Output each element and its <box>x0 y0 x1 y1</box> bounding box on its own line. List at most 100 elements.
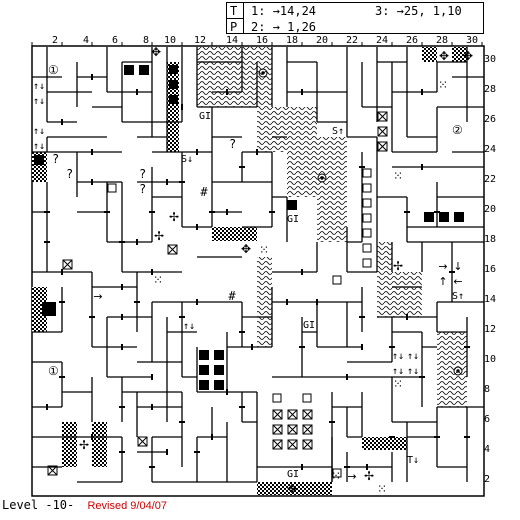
dice-icon: ⁙ <box>438 78 448 92</box>
textured-cell <box>362 437 407 450</box>
axis-top-label: 20 <box>316 35 328 46</box>
square-marker <box>107 183 117 193</box>
dice-icon: ⁙ <box>377 482 387 496</box>
water-area <box>257 107 287 152</box>
axis-top-label: 4 <box>83 35 89 46</box>
axis-right-label: 8 <box>484 384 490 395</box>
water-area <box>377 242 392 317</box>
compass-icon: ✥ <box>463 49 473 63</box>
square-marker <box>362 213 372 223</box>
square-marker <box>362 198 372 208</box>
grate-icon: # <box>200 185 208 199</box>
axis-top-label: 26 <box>406 35 418 46</box>
square-marker <box>332 275 342 285</box>
updown-marker: ↑↓ <box>33 96 45 107</box>
solid-blocks <box>34 65 464 390</box>
compass-icon: ✢ <box>169 210 179 224</box>
axis-right-label: 28 <box>484 84 496 95</box>
axis-top-label: 8 <box>143 35 149 46</box>
solid-block <box>454 212 464 222</box>
textured-cell <box>62 422 77 467</box>
crossed-box <box>272 424 283 435</box>
axis-right-label: 30 <box>484 54 496 65</box>
compass-symbols: ✥ ✥ ✢ ✢ ✥ ✢ ✢ ✥ ✢ ✥ <box>79 45 473 496</box>
grate-symbols: # # <box>200 185 236 303</box>
textured-cell <box>212 227 257 241</box>
dice-icon: ⁙ <box>393 377 403 391</box>
updown-marker: ↑↓ <box>392 351 404 362</box>
crossed-box <box>272 409 283 420</box>
axis-right-label: 2 <box>484 474 490 485</box>
solid-block <box>287 200 297 210</box>
axis-top-label: 2 <box>52 35 58 46</box>
updown-marker: ↑↓ <box>183 321 195 332</box>
compass-icon: ✢ <box>364 469 374 483</box>
axis-right-label: 10 <box>484 354 496 365</box>
compass-icon: ✢ <box>79 438 89 452</box>
axis-right-label: 14 <box>484 294 496 305</box>
crossed-box <box>47 465 58 476</box>
crossed-box <box>272 439 283 450</box>
square-marker <box>362 243 372 253</box>
circle-2-marker: ② <box>452 123 463 137</box>
crossed-box <box>287 424 298 435</box>
textured-cell <box>32 287 47 332</box>
solid-block <box>214 350 224 360</box>
gi-marker: GI <box>287 469 299 480</box>
axis-top-label: 12 <box>194 35 206 46</box>
solid-block <box>199 350 209 360</box>
square-marker <box>362 228 372 238</box>
axis-right-label: 4 <box>484 444 490 455</box>
textured-cell <box>257 482 332 495</box>
question-marker: ? <box>139 182 146 196</box>
crossed-box <box>377 126 388 137</box>
solid-block <box>199 365 209 375</box>
crossed-box <box>167 244 178 255</box>
water-area <box>317 137 347 242</box>
circle-1-marker: ① <box>48 63 59 77</box>
axis-top-label: 30 <box>466 35 478 46</box>
square-marker <box>272 393 282 403</box>
question-marker: ? <box>139 167 146 181</box>
compass-icon: ✢ <box>393 259 403 273</box>
legend-p-label: P <box>230 20 238 34</box>
axis-top-label: 24 <box>376 35 388 46</box>
axis-right-label: 16 <box>484 264 496 275</box>
target-icon <box>317 173 327 183</box>
square-marker <box>362 258 372 268</box>
target-icon <box>261 71 265 75</box>
level-label: Level -10- <box>2 498 75 512</box>
arrows: → → ↓ ↑ ← → <box>93 260 462 483</box>
square-marker <box>302 393 312 403</box>
square-markers <box>107 168 372 478</box>
stairs-up-marker: S↑ <box>332 126 344 137</box>
dice-icon: ⁙ <box>153 273 163 287</box>
crossed-box <box>62 259 73 270</box>
teleport-legend: T P 1: →14,24 3: →25, 1,10 2: → 1,26 <box>226 2 484 34</box>
axis-top-label: 14 <box>226 35 238 46</box>
target-icon <box>453 366 463 376</box>
crossed-boxes <box>47 111 388 476</box>
compass-icon: ✢ <box>154 229 164 243</box>
updown-marker: ↑↓ <box>407 366 419 377</box>
textured-cell <box>167 62 179 152</box>
dice-icon: ⁙ <box>259 243 269 257</box>
legend-divider-v <box>243 3 244 33</box>
solid-block <box>169 95 178 104</box>
target-icon <box>320 176 324 180</box>
question-marker: ? <box>52 152 59 166</box>
arrow-down-icon: ↓ <box>453 260 462 273</box>
water-areas <box>197 47 467 407</box>
solid-block <box>169 80 178 89</box>
axis-right-label: 12 <box>484 324 496 335</box>
crossed-box <box>137 436 148 447</box>
legend-line-2: 2: → 1,26 <box>251 20 317 34</box>
updown-marker: ↑↓ <box>33 81 45 92</box>
crossed-box <box>302 424 313 435</box>
crossed-box <box>287 409 298 420</box>
axis-right-label: 18 <box>484 234 496 245</box>
square-marker <box>362 183 372 193</box>
stairs-down-marker: S↓ <box>181 154 193 165</box>
water-area <box>287 107 317 197</box>
